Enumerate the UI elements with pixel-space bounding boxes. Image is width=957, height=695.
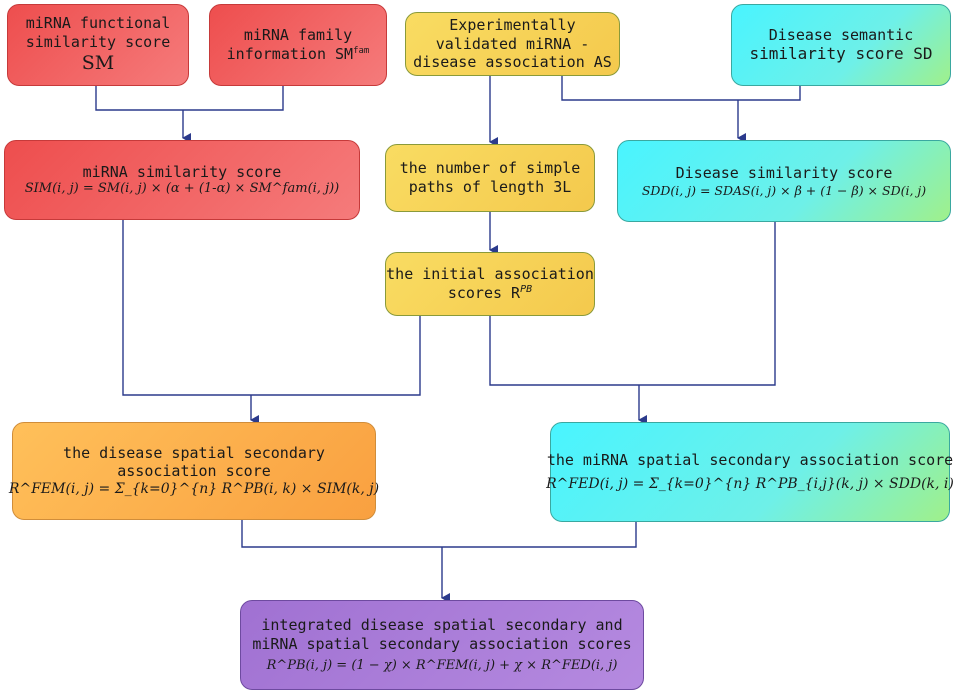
initial-line1: the initial association <box>386 265 594 284</box>
disease-spatial-secondary-box: the disease spatial secondary associatio… <box>8 422 380 520</box>
mirna-family-information-box: miRNA family information SMfam <box>209 4 387 86</box>
sdd-title: Disease similarity score <box>675 163 893 182</box>
sm-line1: miRNA functional <box>25 14 171 33</box>
fem-formula: R^FEM(i, j) = Σ_{k=0}^{n} R^PB(i, k) × S… <box>8 481 380 497</box>
initial-association-box: the initial association scores RPB <box>385 252 595 316</box>
integrated-scores-box: integrated disease spatial secondary and… <box>240 600 644 690</box>
sd-line1: Disease semantic <box>768 25 914 44</box>
initial-sup: PB <box>520 284 533 295</box>
fed-line1: the miRNA spatial secondary association … <box>546 450 954 469</box>
smfam-sup: fam <box>353 46 370 56</box>
line-initial-sdd-to-fed <box>489 222 776 420</box>
line-sim-initial-to-fem <box>122 220 421 420</box>
paths-line2: paths of length 3L <box>408 178 572 196</box>
sdd-formula: SDD(i, j) = SDAS(i, j) × β + (1 − β) × S… <box>641 182 927 198</box>
mirna-spatial-secondary-box: the miRNA spatial secondary association … <box>546 422 954 522</box>
final-formula: R^PB(i, j) = (1 − χ) × R^FEM(i, j) + χ ×… <box>266 657 618 673</box>
initial-line2: scores R <box>447 284 521 302</box>
disease-similarity-score-box: Disease similarity score SDD(i, j) = SDA… <box>617 140 951 222</box>
mirna-functional-similarity-box: miRNA functional similarity score SM <box>7 4 189 86</box>
sim-title: miRNA similarity score <box>82 162 282 181</box>
as-line1: Experimentally <box>449 15 576 34</box>
simple-paths-box: the number of simple paths of length 3L <box>385 144 595 212</box>
line-sm-smfam-to-sim <box>95 86 284 138</box>
sm-symbol: SM <box>81 51 115 74</box>
fem-line2: association score <box>117 462 271 481</box>
smfam-line2-wrap: information SMfam <box>227 45 370 64</box>
initial-line2-wrap: scores RPB <box>448 284 532 303</box>
smfam-line2: information SM <box>226 45 354 63</box>
as-line3: disease association AS <box>413 53 612 72</box>
sd-line2: similarity score SD <box>749 44 933 64</box>
experimental-association-box: Experimentally validated miRNA - disease… <box>405 12 620 76</box>
mirna-similarity-score-box: miRNA similarity score SIM(i, j) = SM(i,… <box>4 140 360 220</box>
line-as-sd-to-sdd <box>561 76 801 138</box>
as-line2: validated miRNA - <box>435 34 590 53</box>
sm-line2: similarity score <box>25 33 171 52</box>
fed-formula: R^FED(i, j) = Σ_{k=0}^{n} R^PB_{i,j}(k, … <box>546 475 954 492</box>
line-fem-fed-to-final <box>241 520 637 598</box>
paths-line1: the number of simple <box>399 159 581 178</box>
fem-line1: the disease spatial secondary <box>63 443 325 462</box>
smfam-line1: miRNA family <box>243 26 353 45</box>
disease-semantic-similarity-box: Disease semantic similarity score SD <box>731 4 951 86</box>
final-line2: miRNA spatial secondary association scor… <box>252 634 632 653</box>
sim-formula: SIM(i, j) = SM(i, j) × (α + (1-α) × SM^f… <box>24 181 340 197</box>
final-line1: integrated disease spatial secondary and <box>261 616 623 635</box>
